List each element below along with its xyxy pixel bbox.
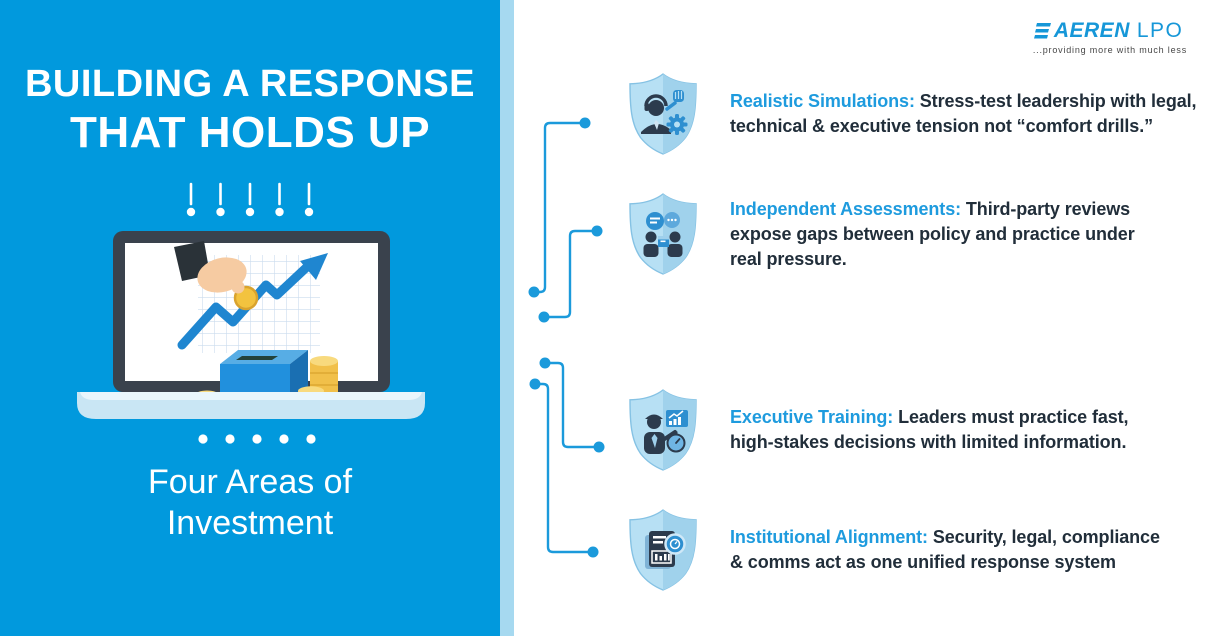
item-text: Executive Training: Leaders must practic…	[730, 405, 1142, 455]
item-title: Independent Assessments:	[730, 198, 961, 219]
title-line-2: THAT HOLDS UP	[69, 108, 431, 157]
simulation-shield-icon	[624, 72, 702, 156]
item-title: Realistic Simulations:	[730, 91, 915, 111]
accent-strip	[500, 0, 514, 636]
subtitle-line-2: Investment	[166, 504, 334, 542]
item-body: Stress-test leadership with legal, techn…	[730, 91, 1197, 136]
investment-item-realistic-simulations: Realistic Simulations: Stress-test leade…	[624, 72, 1200, 156]
laptop-investment-growth-illustration	[77, 231, 425, 419]
logo-brand-text: AEREN	[1053, 19, 1130, 42]
title-line-1: BUILDING A RESPONSE	[24, 63, 476, 105]
training-shield-icon	[624, 388, 702, 472]
investment-item-institutional-alignment: Institutional Alignment: Security, legal…	[624, 508, 1168, 592]
drop-lines-decoration	[186, 182, 314, 217]
panel-subtitle: Four Areas of Investment	[0, 462, 500, 544]
investment-item-independent-assessments: Independent Assessments: Third-party rev…	[624, 192, 1142, 276]
assessment-shield-icon	[624, 192, 702, 276]
alignment-shield-icon	[624, 508, 702, 592]
item-text: Realistic Simulations: Stress-test leade…	[730, 89, 1200, 139]
investment-item-executive-training: Executive Training: Leaders must practic…	[624, 388, 1142, 472]
item-body: Leaders must practice fast, high-stakes …	[730, 407, 1129, 452]
donation-box-slot	[236, 356, 278, 360]
logo-bars-icon	[1033, 23, 1051, 39]
dots-decoration	[198, 434, 316, 444]
logo-suffix-text: LPO	[1136, 19, 1184, 42]
item-title: Institutional Alignment:	[730, 527, 928, 547]
logo-tagline: ...providing more with much less	[1032, 45, 1187, 55]
item-body: Security, legal, compliance & comms act …	[730, 527, 1160, 572]
item-title: Executive Training:	[730, 407, 894, 427]
item-body: Third-party reviews expose gaps between …	[730, 198, 1135, 269]
connector-lines	[528, 117, 605, 558]
item-text: Independent Assessments: Third-party rev…	[730, 197, 1142, 272]
item-text: Institutional Alignment: Security, legal…	[730, 525, 1168, 575]
brand-logo: AEREN LPO ...providing more with much le…	[1033, 19, 1187, 55]
page-title: BUILDING A RESPONSE THAT HOLDS UP	[0, 60, 500, 158]
subtitle-line-1: Four Areas of	[147, 463, 353, 501]
